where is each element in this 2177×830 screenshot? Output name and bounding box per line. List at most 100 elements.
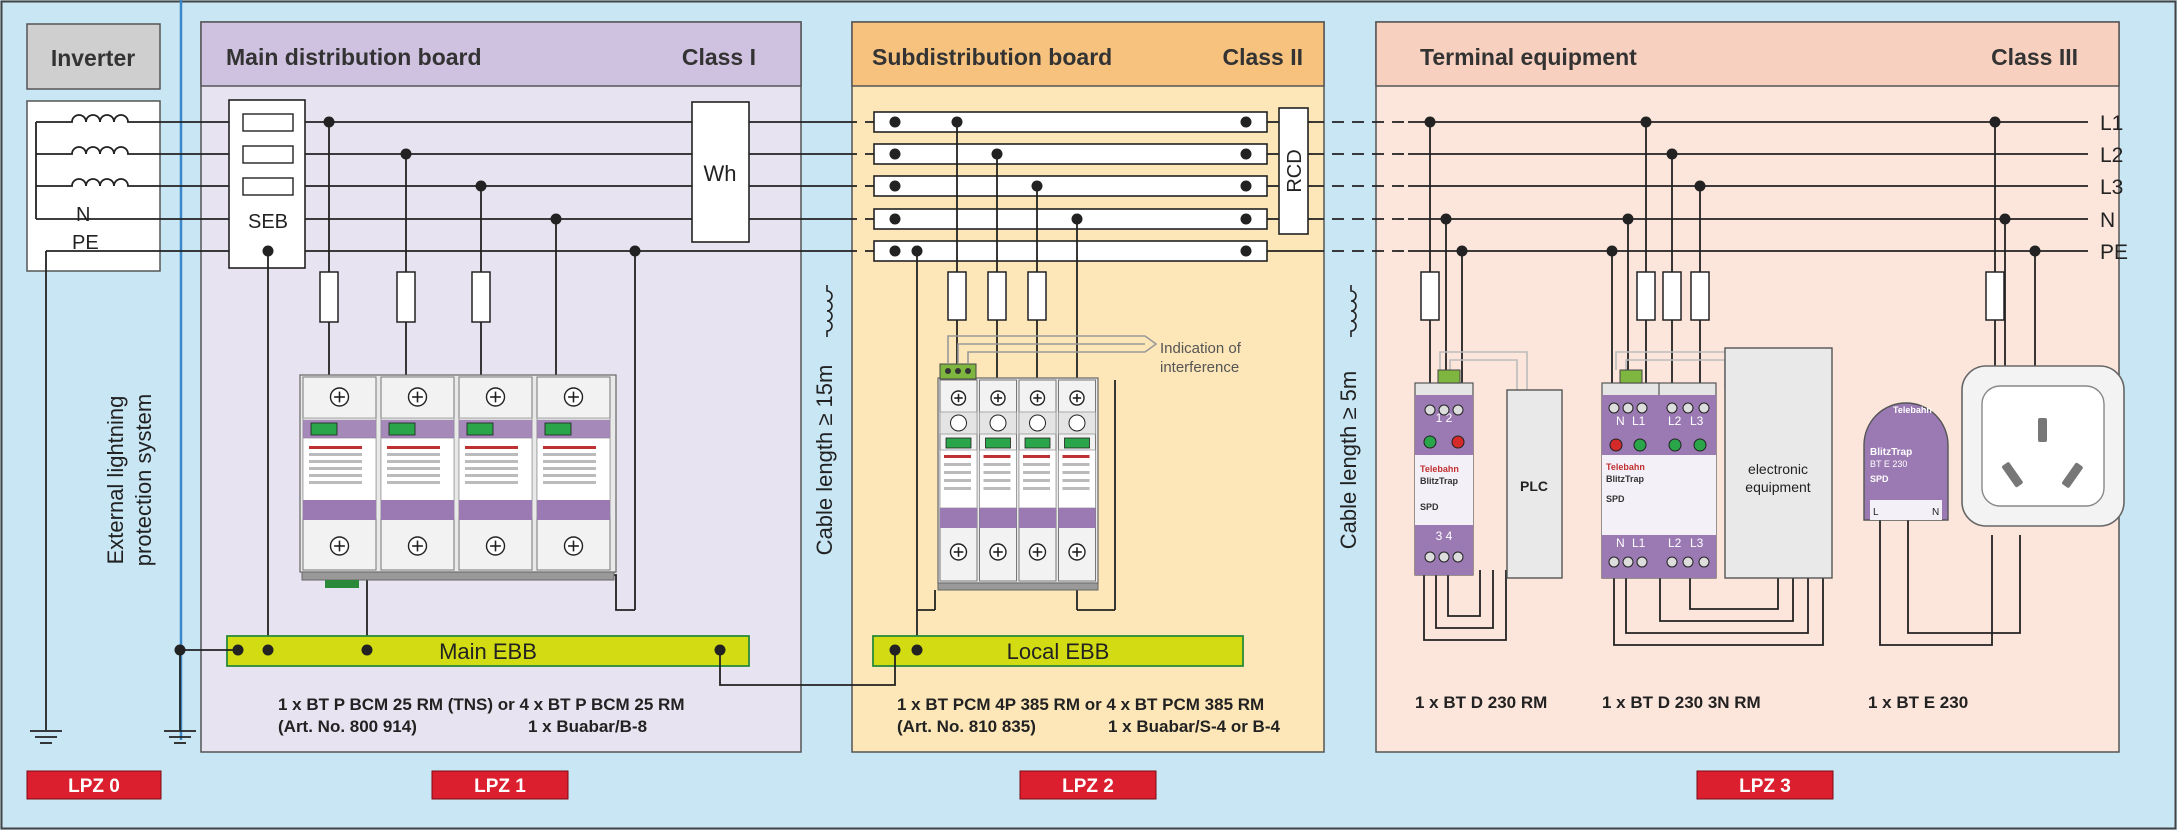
- inverter-header: [26, 23, 161, 90]
- cable-length-5m-label: Cable length ≥ 5m: [1336, 371, 1361, 549]
- line-label-l2: L2: [2100, 144, 2123, 167]
- winding-l3: [36, 178, 160, 187]
- sub-spd-module-2-knob: [989, 414, 1007, 432]
- main-spd-module-1-print-line-5: [309, 481, 362, 484]
- main-panel-title: Main distribution board: [226, 44, 482, 70]
- junction-dot-2: [475, 180, 487, 192]
- sub-spd-module-2-print-line-3: [983, 479, 1011, 482]
- main-spd-module-1-purple-bottom: [303, 500, 376, 520]
- socket-earth-pin: [2038, 418, 2047, 442]
- sub-spd-module-3-status-window: [1024, 437, 1051, 449]
- main-spd-module-3-print-line-5: [465, 481, 518, 484]
- main-ebb-label: Main EBB: [439, 639, 537, 664]
- bt-d3n-l3-label: L3: [1690, 414, 1704, 428]
- junction-dot-29: [1640, 116, 1652, 128]
- bt-e-blitztrap: BlitzTrap: [1870, 447, 1912, 458]
- sub-spd-module-2-print-line-1: [983, 463, 1011, 466]
- bt-d3n-n-label-bottom: N: [1616, 536, 1625, 550]
- bt-e-l-label: L: [1873, 507, 1879, 518]
- lpz3-label: LPZ 3: [1739, 776, 1791, 797]
- electronic-label-2: equipment: [1745, 479, 1810, 495]
- bt-d3n-brand: Telebahn: [1606, 462, 1645, 472]
- wh-meter: Wh: [691, 101, 750, 243]
- sub-spd-module-2-print-line-0: [983, 455, 1011, 458]
- lpz2-label: LPZ 2: [1062, 776, 1114, 797]
- lpz1-badge: [431, 770, 569, 800]
- line-label-l1: L1: [2100, 112, 2123, 135]
- electronic-equipment: electronic equipment: [1724, 347, 1833, 579]
- inductance-symbol-15m: [826, 285, 833, 337]
- main-panel-class: Class I: [682, 44, 756, 70]
- junction-dot-8: [361, 644, 373, 656]
- sub-spd-module-1-purple-bottom: [940, 508, 977, 528]
- sub-caption-2b: 1 x Buabar/S-4 or B-4: [1108, 717, 1280, 736]
- fuse-l3: [471, 271, 491, 323]
- bt-d-brand: Telebahn: [1420, 464, 1459, 474]
- socket-pin-right: [2062, 462, 2083, 488]
- main-spd-module-1-print-line-0: [309, 446, 362, 449]
- main-spd-connector: [325, 580, 359, 588]
- bt-d-230-3n-rm-device: N L1 L2 L3 Telebahn BlitzTrap SPD N L1 L…: [1601, 369, 1717, 579]
- junction-dots: [174, 116, 2041, 656]
- main-spd-module-3-status-led: [466, 422, 494, 436]
- main-spd-rail: [301, 571, 615, 581]
- sub-spd-module-1-print-line-2: [944, 471, 971, 474]
- sub-spd-module-1-print-line-1: [944, 463, 971, 466]
- junction-dot-25: [1240, 245, 1252, 257]
- bt-d3n-l2-label-bottom: L2: [1668, 536, 1682, 550]
- junction-dot-30: [1989, 116, 2001, 128]
- terminal-fuses: [1420, 271, 2005, 321]
- main-spd-module-4-status-led: [544, 422, 572, 436]
- bt-d3n-l3-label-bottom: L3: [1690, 536, 1704, 550]
- lpz2-badge: [1019, 770, 1157, 800]
- plc-label: PLC: [1520, 478, 1548, 494]
- junction-dot-12: [1240, 116, 1252, 128]
- external-lps-label-2: protection system: [131, 394, 156, 566]
- junction-dot-3: [550, 213, 562, 225]
- sub-fuse-l1: [947, 271, 967, 321]
- main-spd-module-1-print-line-1: [309, 453, 362, 456]
- lpz0-badge: [26, 770, 162, 800]
- main-board-fuses: [319, 271, 491, 323]
- junction-dot-0: [323, 116, 335, 128]
- bt-d-spd: SPD: [1420, 502, 1439, 512]
- line-label-l3: L3: [2100, 176, 2123, 199]
- sub-caption-2a: (Art. No. 810 835): [897, 717, 1036, 736]
- sub-spd-module-4-knob: [1068, 414, 1086, 432]
- junction-dot-35: [1999, 213, 2011, 225]
- main-spd-module-1-status-led: [310, 422, 338, 436]
- inductance-symbol-5m: [1350, 285, 1357, 337]
- main-panel-header: [200, 21, 802, 87]
- bt-e-brand: Telebahn: [1893, 405, 1932, 415]
- sub-spd-module-4-print-line-3: [1062, 479, 1090, 482]
- junction-dot-36: [1456, 245, 1468, 257]
- junction-dot-11: [889, 116, 901, 128]
- sub-spd-module-4-print-line-4: [1062, 487, 1090, 490]
- junction-dot-6: [262, 644, 274, 656]
- main-ebb: [226, 635, 750, 667]
- sub-caption-1: 1 x BT PCM 4P 385 RM or 4 x BT PCM 385 R…: [897, 695, 1264, 714]
- junction-dot-17: [889, 180, 901, 192]
- sub-spd-module-2-print-line-4: [983, 487, 1011, 490]
- main-spd-module-4-purple-bottom: [537, 500, 610, 520]
- sub-spd-module-3-purple-bottom: [1019, 508, 1056, 528]
- sub-spd-rail: [937, 582, 1099, 591]
- busbar-n: [873, 208, 1268, 230]
- socket-pin-left: [2002, 462, 2023, 488]
- junction-dot-33: [1440, 213, 1452, 225]
- terminal-caption-2: 1 x BT D 230 3N RM: [1602, 693, 1761, 712]
- rcd-box: RCD: [1278, 107, 1309, 235]
- seb-label: SEB: [248, 211, 288, 233]
- terminal-wiring: [1423, 122, 2036, 646]
- main-spd-module-3-print-line-2: [465, 460, 518, 463]
- junction-dot-10: [174, 644, 186, 656]
- sub-spd-module-4-print-line-2: [1062, 471, 1090, 474]
- sub-spd-module-1-knob: [950, 414, 967, 432]
- junction-dot-22: [1071, 213, 1083, 225]
- junction-dot-7: [232, 644, 244, 656]
- junction-dot-13: [951, 116, 963, 128]
- main-caption-2a: (Art. No. 800 914): [278, 717, 417, 736]
- main-spd-module-1-print-line-4: [309, 474, 362, 477]
